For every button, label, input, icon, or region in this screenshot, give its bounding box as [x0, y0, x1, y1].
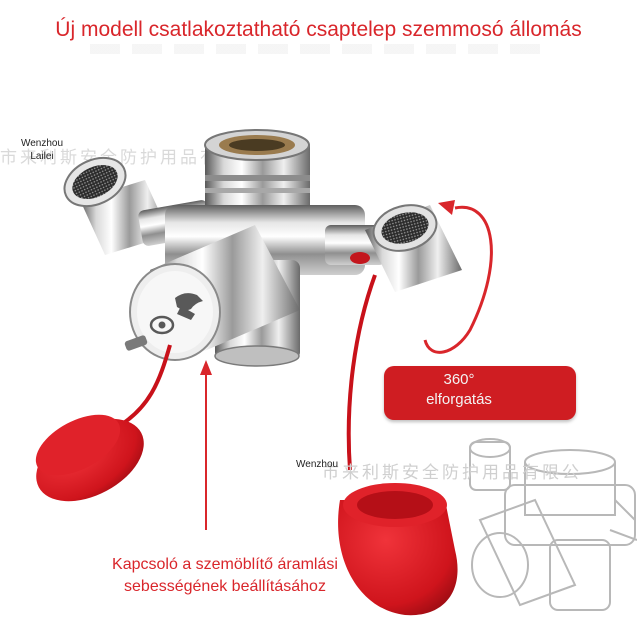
brand-line2: Lailei: [30, 151, 54, 162]
watermark-bottom: 市来利斯安全防护用品有限公: [322, 463, 582, 482]
rotation-badge-text: 360° elforgatás: [384, 370, 534, 410]
left-dust-cap: [35, 344, 172, 502]
rotation-degree: 360°: [443, 371, 475, 388]
faded-subtitle-strip: [90, 44, 550, 54]
brand-label-middle: Wenzhou: [296, 459, 339, 470]
hand-icon: [175, 293, 203, 320]
adjustment-caption: Kapcsoló a szemöblítő áramlási sebességé…: [80, 554, 370, 598]
line-sketch: [469, 438, 637, 611]
right-dust-cap: [338, 274, 458, 616]
adjustment-knob: [124, 225, 300, 361]
right-aerator: [325, 204, 462, 292]
product-title: Új modell csatlakoztatható csaptelep sze…: [55, 18, 582, 41]
caption-line2: sebességének beállításához: [124, 578, 326, 595]
eye-icon: [149, 315, 175, 335]
rotation-badge: 360° elforgatás: [384, 366, 576, 420]
caption-line1: Kapcsoló a szemöblítő áramlási: [112, 556, 338, 573]
brand-line1: Wenzhou: [20, 138, 64, 149]
top-inlet: [204, 129, 310, 223]
adjustment-arrow: [200, 360, 212, 530]
rotation-label: elforgatás: [426, 391, 492, 408]
brand-label-top: Wenzhou Lailei: [12, 137, 72, 163]
rotation-arrow: [423, 200, 493, 354]
